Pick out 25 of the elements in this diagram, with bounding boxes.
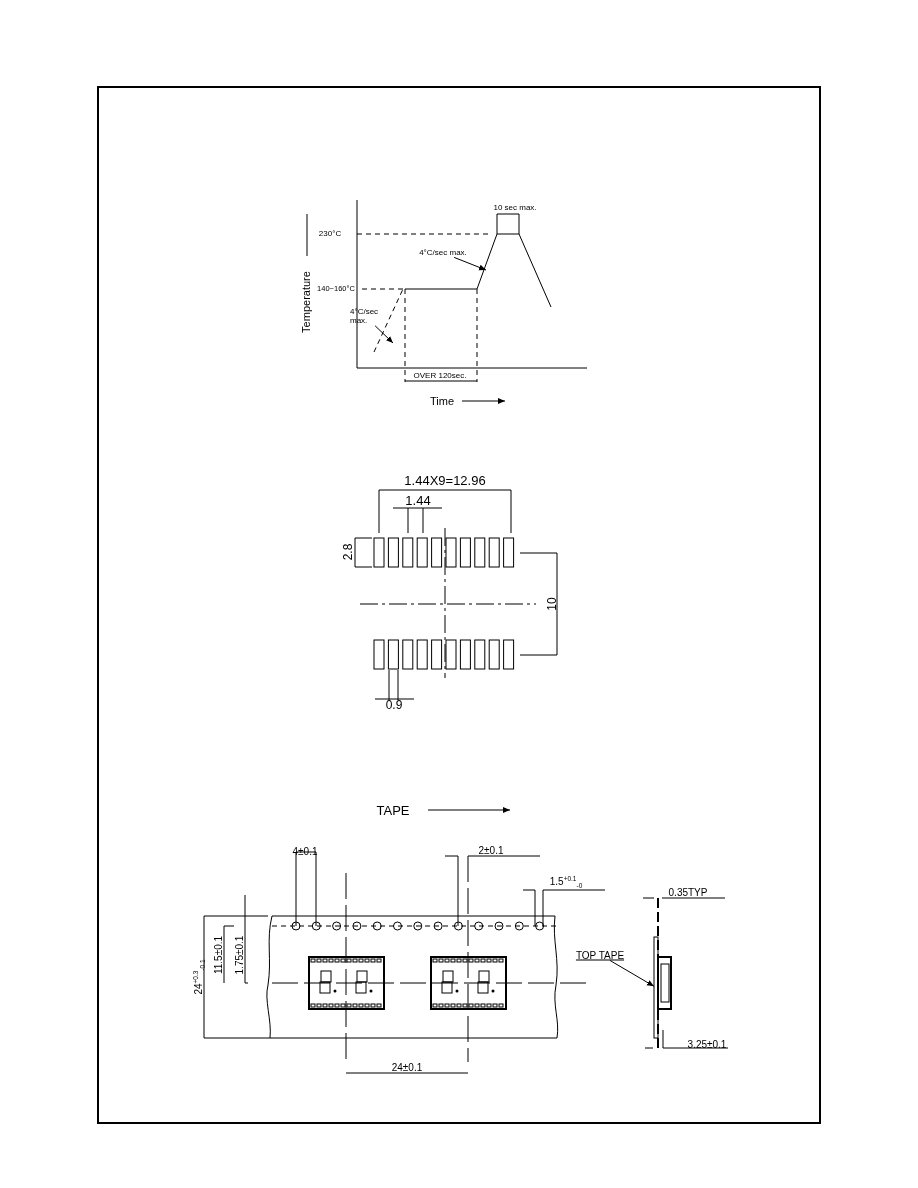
leader-line (453, 256, 487, 271)
top-tape-strip (653, 936, 659, 1039)
dimension-label: 11.5±0.1 (212, 935, 224, 975)
dimension-label: 2.8 (342, 543, 356, 561)
dimension-label: 3.25±0.1 (687, 1038, 727, 1050)
axis-label: Time (430, 394, 454, 408)
dimension-label: OVER 120sec. (413, 371, 467, 381)
leader-line (374, 325, 394, 344)
axis-label: TAPE (376, 803, 410, 819)
dimension-label: 1.44X9=12.96 (404, 473, 486, 489)
callout-text: 4°C/sec max. (350, 308, 382, 326)
callout-text: 4°C/sec max. (419, 248, 467, 258)
dimension-label: 1.44 (405, 493, 431, 509)
dimension-label: 1.75±0.1 (233, 935, 245, 975)
dimension-label: 10 sec max. (493, 203, 537, 213)
dimension-label: 2±0.1 (478, 844, 504, 856)
dimension-label: 24±0.1 (391, 1061, 423, 1073)
callout-text: TOP TAPE (575, 949, 625, 961)
dimension-label: 230°C (318, 229, 342, 239)
dimension-label: 10 (546, 597, 560, 611)
dimension-label: 0.9 (385, 699, 403, 713)
leader-line (609, 960, 655, 987)
axis-label: Temperature (299, 271, 313, 333)
dimension-label: 4±0.1 (292, 845, 318, 857)
dimension-label: 0.35TYP (668, 886, 708, 898)
